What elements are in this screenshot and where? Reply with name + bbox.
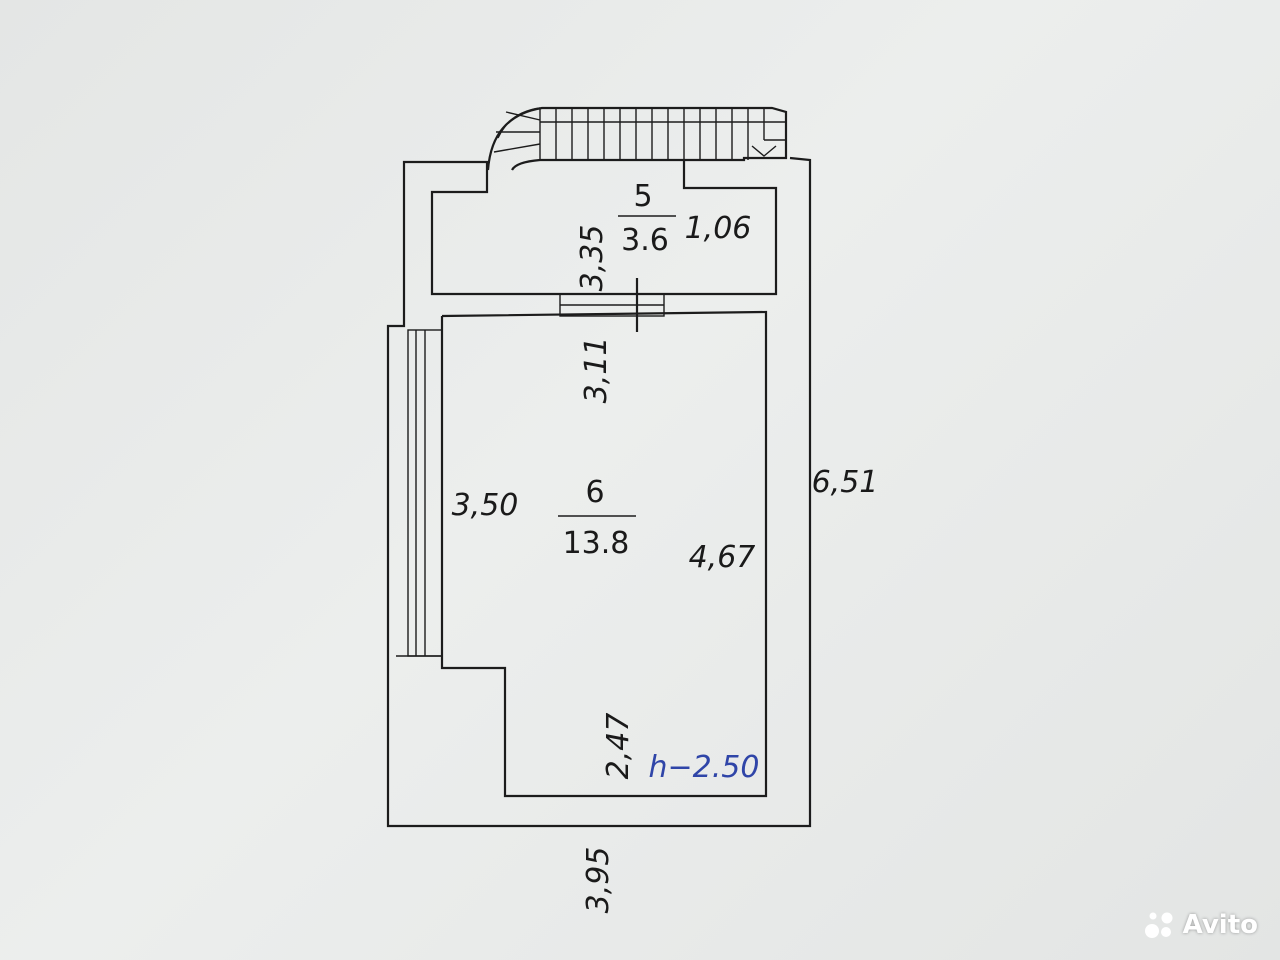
- room-6-number: 6: [585, 475, 604, 510]
- dimension-1-06: 1,06: [685, 211, 752, 246]
- watermark-text: Avito: [1182, 910, 1258, 940]
- room-6-area: 13.8: [563, 526, 630, 561]
- room-5-area: 3.6: [621, 223, 669, 258]
- staircase: [486, 106, 788, 171]
- dimension-3-11: 3,11: [579, 337, 614, 404]
- room-5-number: 5: [633, 179, 652, 214]
- door-opening: [559, 278, 665, 332]
- avito-logo-icon: [1144, 912, 1173, 938]
- dimension-3-95: 3,95: [581, 847, 616, 914]
- dimension-3-50: 3,50: [452, 488, 519, 523]
- window: [396, 329, 443, 657]
- ceiling-height: h−2.50: [649, 750, 760, 785]
- dimension-4-67: 4,67: [689, 540, 756, 575]
- dimension-2-47: 2,47: [601, 713, 636, 780]
- dimension-6-51: 6,51: [812, 465, 879, 500]
- dimension-3-35: 3,35: [575, 225, 610, 292]
- watermark: Avito: [1143, 908, 1258, 942]
- outer-wall: [386, 156, 812, 828]
- room-6-outline: [440, 310, 768, 798]
